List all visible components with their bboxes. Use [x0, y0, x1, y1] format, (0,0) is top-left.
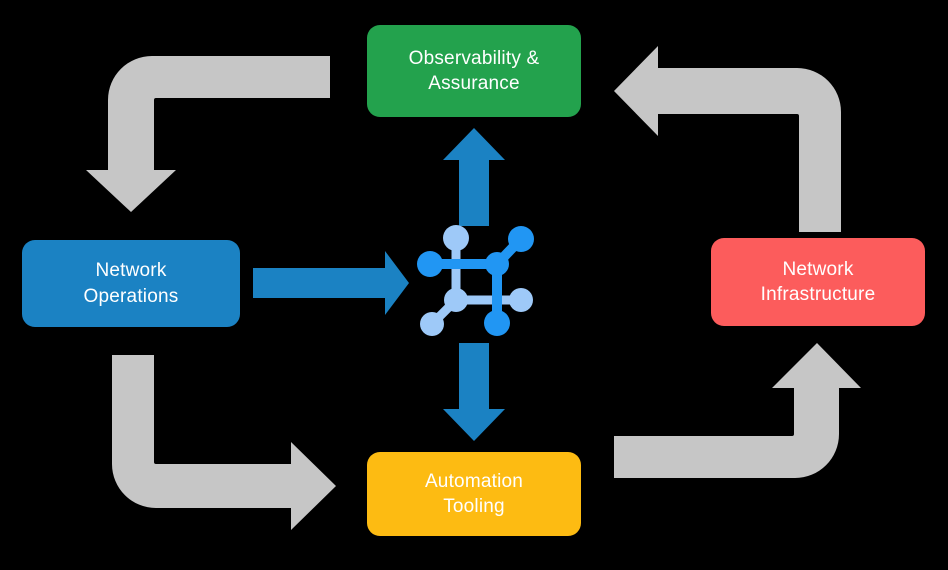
- node-label-observability: Observability & Assurance: [408, 47, 540, 94]
- network-topology-icon-graph: [417, 225, 534, 336]
- icon-node-top-light: [443, 225, 469, 251]
- icon-node-right-mid-light: [509, 288, 533, 312]
- node-box-network-operations[interactable]: Network Operations: [22, 240, 240, 327]
- icon-node-bottom-left-light: [420, 312, 444, 336]
- icon-node-bottom-dark: [484, 310, 510, 336]
- connector-network-operations-to-automation-tooling: [112, 355, 336, 530]
- connector-network-operations-to-center: [253, 251, 409, 315]
- node-label-network-operations: Network Operations: [83, 260, 179, 307]
- node-label-automation-tooling: Automation Tooling: [424, 470, 524, 517]
- node-box-automation-tooling[interactable]: Automation Tooling: [367, 452, 581, 536]
- node-box-network-infrastructure[interactable]: Network Infrastructure: [711, 238, 925, 326]
- connector-network-infrastructure-to-observability: [614, 46, 841, 232]
- node-box-observability[interactable]: Observability & Assurance: [367, 25, 581, 117]
- icon-node-left-dark: [417, 251, 443, 277]
- connector-automation-tooling-to-network-infrastructure: [614, 343, 861, 478]
- icon-node-top-right-dark: [508, 226, 534, 252]
- node-label-network-infrastructure: Network Infrastructure: [760, 258, 876, 305]
- connector-center-to-observability: [443, 128, 505, 226]
- icon-node-hub-dark: [485, 252, 509, 276]
- icon-node-center-left-light: [444, 288, 468, 312]
- connector-center-to-automation-tooling: [443, 343, 505, 441]
- connector-observability-to-network-operations: [86, 56, 330, 212]
